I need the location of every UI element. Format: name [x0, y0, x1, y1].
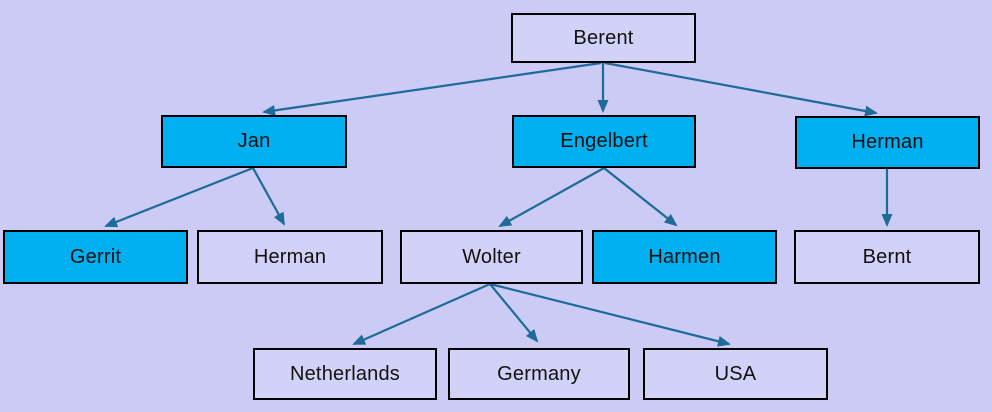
- node-netherlands[interactable]: Netherlands: [253, 348, 437, 400]
- node-bernt[interactable]: Bernt: [794, 230, 980, 284]
- node-engelbert-label: Engelbert: [560, 130, 648, 152]
- edge-jan-herman: [252, 167, 285, 226]
- edge-jan-gerrit: [104, 166, 254, 228]
- node-usa[interactable]: USA: [643, 348, 828, 400]
- edge-wolter-usa: [489, 282, 731, 347]
- node-engelbert[interactable]: Engelbert: [512, 115, 696, 168]
- edge-engelbert-wolter: [498, 167, 605, 227]
- node-harmen[interactable]: Harmen: [592, 230, 777, 284]
- node-bernt-label: Bernt: [862, 245, 912, 268]
- node-berent-label: Berent: [573, 26, 634, 49]
- node-jan[interactable]: Jan: [161, 115, 347, 168]
- node-herman-level3[interactable]: Herman: [197, 230, 383, 284]
- node-wolter-label: Wolter: [462, 245, 521, 268]
- node-jan-label: Jan: [237, 130, 271, 152]
- node-usa-label: USA: [714, 362, 757, 385]
- edge-engelbert-harmen: [603, 167, 678, 227]
- edge-berent-jan: [262, 61, 602, 116]
- node-netherlands-label: Netherlands: [289, 362, 401, 385]
- node-berent[interactable]: Berent: [511, 13, 696, 63]
- node-wolter[interactable]: Wolter: [400, 230, 583, 284]
- node-herman-level2-label: Herman: [851, 131, 924, 153]
- node-herman-level2[interactable]: Herman: [795, 116, 980, 169]
- node-herman-level3-label: Herman: [253, 245, 327, 268]
- node-germany[interactable]: Germany: [448, 348, 630, 400]
- edge-wolter-germany: [489, 283, 539, 343]
- edge-berent-herman: [604, 61, 878, 117]
- edge-wolter-netherlands: [352, 282, 491, 346]
- node-gerrit[interactable]: Gerrit: [3, 230, 188, 284]
- node-germany-label: Germany: [497, 362, 581, 385]
- node-gerrit-label: Gerrit: [69, 245, 122, 268]
- node-harmen-label: Harmen: [648, 245, 721, 268]
